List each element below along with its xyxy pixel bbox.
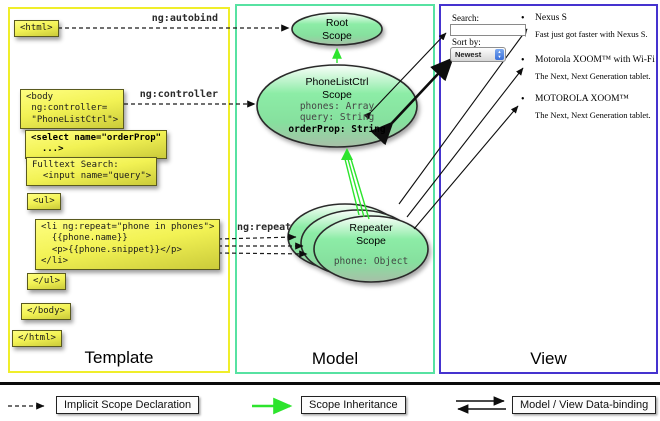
root-scope-title: Root Scope [322,17,352,42]
bullet-icon: • [521,13,525,24]
legend-implicit-scope: Implicit Scope Declaration [56,396,200,414]
code-select: <select name="orderProp" ...> [25,130,168,159]
code-li-repeat: <li ng:repeat="phone in phones"> {{phone… [35,219,221,270]
search-label: Search: [452,13,479,23]
phone-item-snippet: Fast just got faster with Nexus S. [535,29,648,39]
phone-item-name: Nexus S [535,13,567,23]
phone-item-name: MOTOROLA XOOM™ [535,94,629,104]
phonelistctrl-scope-orderprop: orderProp: String [288,124,386,135]
phone-item-snippet: The Next, Next Generation tablet. [535,71,651,81]
controller-label: ng:controller [139,89,218,100]
repeater-scope-title: Repeater Scope [349,222,393,247]
phone-item-name: Motorola XOOM™ with Wi-Fi [535,55,655,65]
code-html-close: </html> [12,330,62,348]
code-fulltext-search: Fulltext Search: <input name="query"> [26,157,158,186]
phone-item-snippet: The Next, Next Generation tablet. [535,110,651,120]
code-body-open: <body ng:controller= "PhoneListCtrl"> [20,89,125,129]
legend-data-binding: Model / View Data-binding [512,396,657,414]
model-section: Model [235,4,435,374]
sort-stepper-icon: ▲▼ [495,49,504,60]
legend-divider [0,382,660,385]
model-section-label: Model [311,349,359,368]
search-input[interactable] [450,24,526,36]
sort-label: Sort by: [452,37,481,47]
repeat-label: ng:repeat [237,222,292,233]
bullet-icon: • [521,55,525,66]
code-ul-close: </ul> [27,273,67,291]
legend-scope-inheritance: Scope Inheritance [301,396,406,414]
view-section-label: View [530,349,567,368]
phonelistctrl-scope-props: phones: Array query: String [299,101,375,124]
sort-select-value: Newest [455,49,482,59]
code-body-close: </body> [21,303,71,321]
code-html-open: <html> [14,20,59,38]
sort-select[interactable]: Newest ▲▼ [450,47,506,62]
repeater-scope-prop: phone: Object [333,256,409,267]
template-section-label: Template [84,348,154,367]
autobind-label: ng:autobind [151,13,218,24]
bullet-icon: • [521,94,525,105]
phonelistctrl-scope-title: PhoneListCtrl Scope [305,76,369,101]
code-ul-open: <ul> [27,193,61,211]
